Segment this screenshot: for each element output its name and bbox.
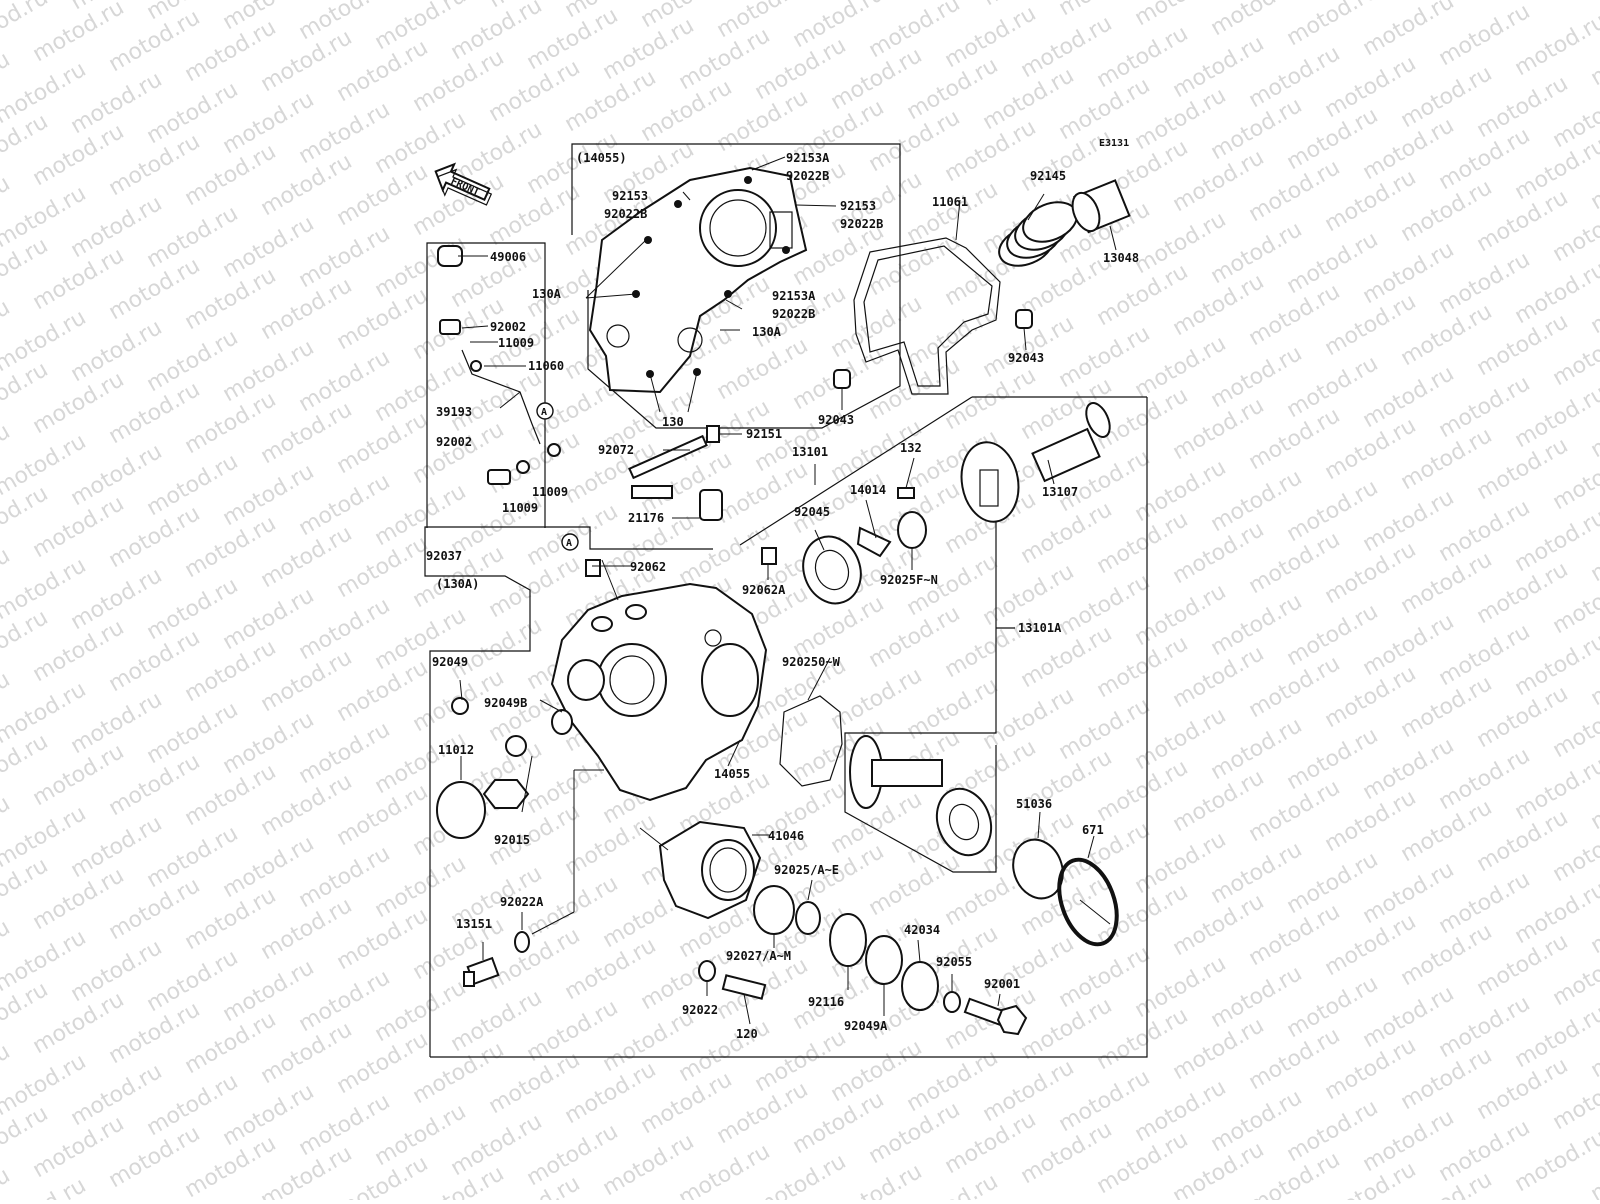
gear-42034: [902, 962, 938, 1010]
part-label: 11009: [532, 485, 568, 499]
dowel-92043-b: [834, 370, 850, 388]
dowel-92062: [586, 560, 600, 576]
dowel-92043-a: [1016, 310, 1032, 328]
part-label: 92022: [682, 1003, 718, 1017]
dowel-92062A: [762, 548, 776, 564]
sleeve-92027: [754, 886, 794, 934]
part-label: 92153: [840, 199, 876, 213]
cap-11012: [437, 782, 485, 838]
part-label: 92151: [746, 427, 782, 441]
bolt-132: [898, 488, 914, 498]
ref-a-lower-label: A: [566, 538, 572, 549]
part-label: 14014: [850, 483, 886, 497]
watermark-text: motod.ru: [0, 1163, 14, 1200]
part-label: 14055: [714, 767, 750, 781]
part-label: 130: [662, 415, 684, 429]
part-label: 51036: [1016, 797, 1052, 811]
part-label: 130A: [532, 287, 562, 301]
ref-a-lower: A: [562, 534, 578, 550]
ring-92049B-a: [552, 710, 572, 734]
part-label: 132: [900, 441, 922, 455]
part-label: 92049: [432, 655, 468, 669]
part-label: 92022B: [786, 169, 829, 183]
part-label: 130A: [752, 325, 782, 339]
part-label: 21176: [628, 511, 664, 525]
part-label: 92022B: [840, 217, 883, 231]
part-label: 92001: [984, 977, 1020, 991]
nut-92015: [484, 780, 528, 808]
part-label: 11061: [932, 195, 968, 209]
part-label: 13107: [1042, 485, 1078, 499]
ring-92055: [944, 992, 960, 1012]
part-label: 11009: [498, 336, 534, 350]
part-label: 120: [736, 1027, 758, 1041]
part-label: 92025F~N: [880, 573, 938, 587]
part-label: 92153: [612, 189, 648, 203]
part-label: 13048: [1103, 251, 1139, 265]
seal-92049: [452, 698, 468, 714]
part-label: 13101A: [1018, 621, 1062, 635]
seal-92049A: [866, 936, 902, 984]
part-label: 92037: [426, 549, 462, 563]
ref-a-upper-label: A: [541, 407, 547, 418]
part-label: 92153A: [786, 151, 830, 165]
bolt-92002-b: [488, 470, 510, 484]
part-label: 49006: [490, 250, 526, 264]
part-label: 41046: [768, 829, 804, 843]
part-label: 39193: [436, 405, 472, 419]
part-label: 92116: [808, 995, 844, 1009]
part-label: 92062: [630, 560, 666, 574]
part-label: 92043: [1008, 351, 1044, 365]
clamp-11060: [471, 361, 481, 371]
part-label: 92153A: [772, 289, 816, 303]
part-label: 92022B: [772, 307, 815, 321]
washer-92022A: [515, 932, 529, 952]
part-label: (14055): [576, 151, 627, 165]
part-label: 671: [1082, 823, 1104, 837]
washer-92022: [699, 961, 715, 981]
diagram-code: E3131: [1099, 138, 1129, 149]
washer-11009-a: [517, 461, 529, 473]
part-label: 13101: [792, 445, 828, 459]
part-label: 92015: [494, 833, 530, 847]
shim-92025F-N: [898, 512, 926, 548]
part-label: 11060: [528, 359, 564, 373]
part-label: 920250~W: [782, 655, 841, 669]
part-label: 92022A: [500, 895, 544, 909]
bolt-92151: [707, 426, 719, 442]
part-label: 92049A: [844, 1019, 888, 1033]
part-label: 42034: [904, 923, 940, 937]
part-label: (130A): [436, 577, 479, 591]
part-label: 92045: [794, 505, 830, 519]
ref-a-upper: A: [537, 403, 553, 419]
part-label: 11009: [502, 501, 538, 515]
part-label: 92002: [436, 435, 472, 449]
part-label: 92027/A~M: [726, 949, 791, 963]
shim-92025-A-E: [796, 902, 820, 934]
part-label: 92055: [936, 955, 972, 969]
washer-11009-b: [548, 444, 560, 456]
part-label: 13151: [456, 917, 492, 931]
part-label: 92072: [598, 443, 634, 457]
ring-92049B: [506, 736, 526, 756]
sensor-21176: [700, 490, 722, 520]
part-label: 92002: [490, 320, 526, 334]
part-label: 92043: [818, 413, 854, 427]
part-label: 92049B: [484, 696, 527, 710]
part-label: 11012: [438, 743, 474, 757]
bearing-92116: [830, 914, 866, 966]
sensor-21176-plug: [632, 486, 672, 498]
part-label: 92145: [1030, 169, 1066, 183]
part-label: 92022B: [604, 207, 647, 221]
bolt-92002-a: [440, 320, 460, 334]
part-label: 92062A: [742, 583, 786, 597]
part-label: 92025/A~E: [774, 863, 839, 877]
